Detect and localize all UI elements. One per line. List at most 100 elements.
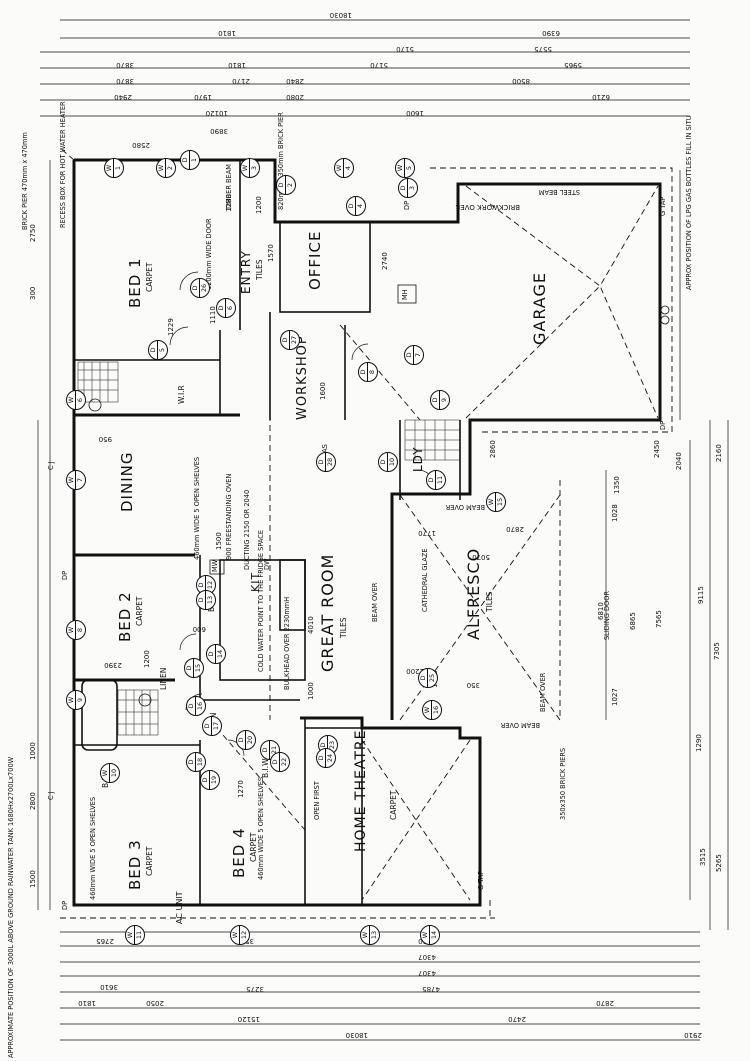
dim-bot-r4-7: 2870 bbox=[596, 999, 614, 1007]
tag-type: D bbox=[379, 453, 388, 471]
dim-inner-7: 4010 bbox=[307, 616, 315, 634]
dim-inner-8: 1000 bbox=[307, 682, 315, 700]
dim-bot-r4-5: 4785 bbox=[422, 985, 440, 993]
tag-number: 8 bbox=[76, 627, 84, 633]
room-floor-alfresco: TILES bbox=[485, 591, 494, 612]
dim-left-2: 2580 bbox=[132, 141, 150, 149]
tag-type: D bbox=[185, 659, 194, 677]
dim-left-6: 1500 bbox=[29, 870, 37, 888]
note-mh: MH bbox=[401, 289, 409, 300]
tag-number: 13 bbox=[370, 930, 378, 940]
dim-top-r6-1: 2940 bbox=[114, 93, 132, 101]
note-lpg: APPROX POSITION OF LPG GAS BOTTLES FILL … bbox=[685, 115, 693, 290]
tag-type: W bbox=[396, 159, 405, 177]
tag-type: W bbox=[126, 926, 135, 944]
tag-number: 15 bbox=[194, 663, 202, 673]
dim-bot-r4-2: 2050 bbox=[146, 999, 164, 1007]
room-label-dining: DINING bbox=[118, 451, 136, 512]
dim-top-r5-6: 8500 bbox=[512, 77, 530, 85]
tag-number: 22 bbox=[280, 757, 288, 767]
note-cold-water: COLD WATER POINT TO THE FRIDGE SPACE bbox=[257, 529, 265, 672]
dim-top-r2-1: 6390 bbox=[542, 29, 560, 37]
dim-top-r4-3: 1810 bbox=[228, 61, 246, 69]
dim-right-9: 1350 bbox=[613, 476, 621, 494]
tag-type: W bbox=[67, 471, 76, 489]
tag-type: D bbox=[201, 771, 210, 789]
dim-top-r2-0: 1810 bbox=[218, 29, 236, 37]
tag-number: 4 bbox=[344, 165, 352, 171]
note-steel-beam: STEEL BEAM bbox=[538, 188, 580, 196]
tag-number: 5 bbox=[405, 165, 413, 171]
tag-number: 7 bbox=[76, 477, 84, 483]
dim-top-r7-0: 10120 bbox=[205, 109, 228, 117]
room-floor-home-theatre: CARPET bbox=[389, 790, 398, 820]
dim-bot-r4-1: 1810 bbox=[78, 999, 96, 1007]
tag-type: D bbox=[217, 299, 226, 317]
tag-number: 9 bbox=[76, 697, 84, 703]
tag-number: 12 bbox=[240, 930, 248, 940]
dim-bot-r2-5: 4307 bbox=[418, 953, 436, 961]
note-open-first: OPEN FIRST bbox=[313, 781, 321, 820]
dim-right-12: 1290 bbox=[695, 734, 703, 752]
tag-number: 3 bbox=[250, 165, 258, 171]
dim-inner-4: 1229 bbox=[167, 318, 175, 336]
room-label-ac-unit: AC UNIT bbox=[175, 891, 184, 924]
tag-type: W bbox=[101, 764, 110, 782]
dim-inner-13: 5070 bbox=[472, 553, 490, 561]
room-label-bed2: BED 2 bbox=[116, 591, 134, 642]
note-mw: MW bbox=[211, 559, 219, 572]
tag-number: 24 bbox=[326, 753, 334, 763]
note-dp-2: DP bbox=[61, 900, 69, 910]
dim-bot-r3-6: 4307 bbox=[418, 969, 436, 977]
tag-number: 16 bbox=[432, 705, 440, 715]
tag-number: 15 bbox=[496, 497, 504, 507]
note-rainwater-tank: APPROXIMATE POSITION OF 3000L ABOVE GROU… bbox=[7, 756, 15, 1058]
dim-top-r4-6: 5965 bbox=[564, 61, 582, 69]
dim-inner-16: 600 bbox=[192, 625, 206, 633]
dim-bot-r6-0: 18030 bbox=[345, 1031, 368, 1039]
note-g-tap-top: G TAP bbox=[659, 196, 667, 216]
note-brick-piers: 350x350 BRICK PIERS bbox=[559, 747, 567, 820]
dim-inner-6: 1600 bbox=[319, 382, 327, 400]
tag-type: D bbox=[191, 279, 200, 297]
dim-left-1: 300 bbox=[29, 286, 37, 300]
tag-type: D bbox=[399, 179, 408, 197]
tag-number: 6 bbox=[226, 305, 234, 311]
tag-number: 18 bbox=[196, 757, 204, 767]
dim-left-7: 2800 bbox=[29, 792, 37, 810]
room-label-great-room: GREAT ROOM bbox=[318, 553, 337, 672]
dim-top-r4-5: 5170 bbox=[370, 61, 388, 69]
tag-type: D bbox=[359, 363, 368, 381]
tag-type: D bbox=[277, 176, 286, 194]
tag-type: D bbox=[431, 391, 440, 409]
note-recess-box: RECESS BOX FOR HOT WATER HEATER bbox=[59, 101, 67, 228]
dim-right-6: 7565 bbox=[655, 610, 663, 628]
dim-inner-14: 1770 bbox=[418, 529, 436, 537]
dim-inner-2: 1570 bbox=[267, 244, 275, 262]
room-label-biw-3: B.I.W bbox=[261, 758, 270, 778]
tag-type: D bbox=[187, 753, 196, 771]
dim-inner-9: 1500 bbox=[215, 532, 223, 550]
dim-left-8: 1000 bbox=[29, 742, 37, 760]
note-beam-over-4: BEAM OVER bbox=[500, 721, 540, 729]
dim-inner-0: 1280 bbox=[225, 194, 233, 212]
tag-number: 4 bbox=[356, 203, 364, 209]
tag-type: D bbox=[261, 741, 270, 759]
note-shelves-bed4: 460mm WIDE 5 OPEN SHELVES bbox=[257, 776, 265, 880]
tag-type: W bbox=[421, 926, 430, 944]
